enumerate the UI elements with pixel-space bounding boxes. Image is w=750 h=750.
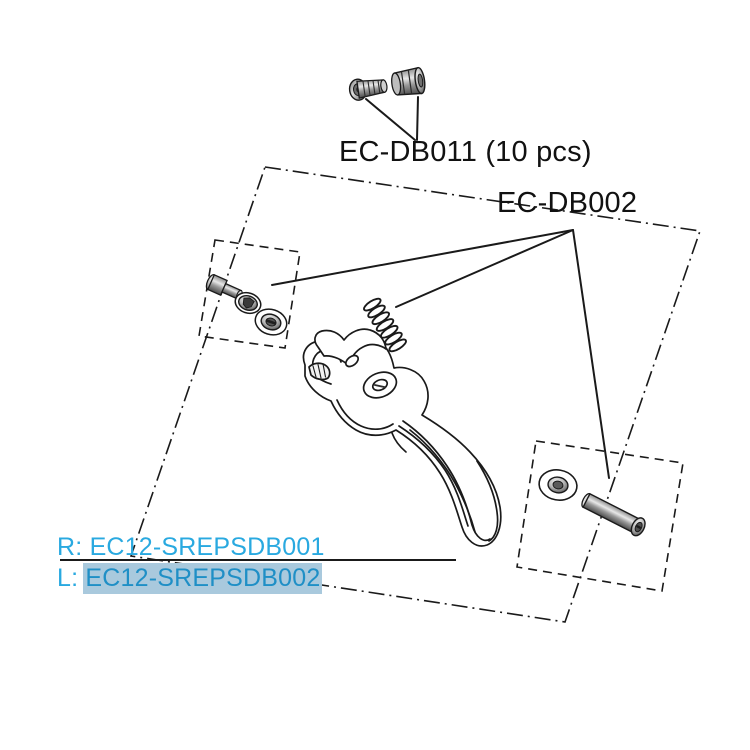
part-number-left-code: EC12-SREPSDB002 (83, 563, 323, 594)
part-number-right-prefix: R: (57, 533, 83, 561)
washer-right-box (538, 469, 578, 501)
brake-lever-blade (302, 328, 502, 547)
bolt-left-box (205, 273, 243, 300)
outer-boundary-box (129, 166, 702, 623)
left-parts-box (198, 239, 301, 349)
leader-line-ecdb011 (365, 96, 419, 141)
pivot-pin (581, 492, 646, 537)
part-number-right-code: EC12-SREPSDB001 (89, 533, 325, 561)
part-number-right-side[interactable]: R: EC12-SREPSDB001 (57, 532, 325, 563)
part-number-left-side[interactable]: L: EC12-SREPSDB002 (57, 563, 325, 594)
leader-line-ecdb002 (271, 229, 610, 479)
washer-plain (254, 308, 288, 336)
part-number-left-prefix: L: (57, 564, 79, 592)
callout-label-ecdb011: EC-DB011 (10 pcs) (339, 136, 592, 168)
right-parts-box (516, 440, 684, 592)
washer-toothed (234, 291, 262, 315)
part-number-list: R: EC12-SREPSDB001 L: EC12-SREPSDB002 (57, 532, 325, 594)
bolt-small-left (348, 78, 388, 101)
bolt-small-right (391, 66, 426, 96)
callout-label-ecdb002: EC-DB002 (497, 187, 638, 219)
